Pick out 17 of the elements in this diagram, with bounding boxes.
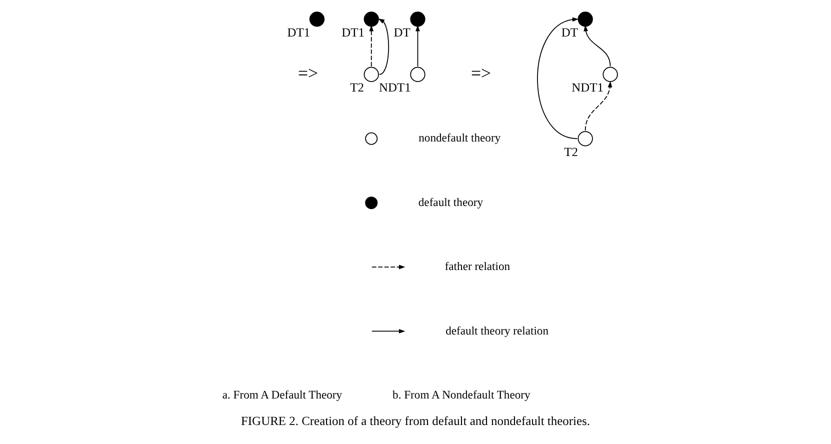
label: a. From A Default Theory bbox=[222, 388, 342, 402]
node-label: NDT1 bbox=[379, 80, 411, 95]
node-label: DT1 bbox=[342, 25, 365, 40]
label: b. From A Nondefault Theory bbox=[392, 388, 530, 402]
label: => bbox=[470, 62, 492, 83]
legend-label: default theory relation bbox=[446, 324, 549, 338]
caption: FIGURE 2. Creation of a theory from default and nondefault theories. bbox=[240, 414, 590, 428]
node-label: DT bbox=[561, 25, 578, 40]
legend-label: father relation bbox=[444, 260, 510, 274]
label: => bbox=[298, 62, 318, 83]
node-label: DT1 bbox=[287, 25, 310, 40]
legend-label: nondefault theory bbox=[418, 132, 501, 145]
legend-label: default theory bbox=[418, 196, 484, 209]
node-label: T2 bbox=[564, 144, 578, 159]
node-label: T2 bbox=[350, 80, 364, 95]
node-label: DT bbox=[394, 25, 410, 40]
node-label: NDT1 bbox=[572, 80, 604, 95]
